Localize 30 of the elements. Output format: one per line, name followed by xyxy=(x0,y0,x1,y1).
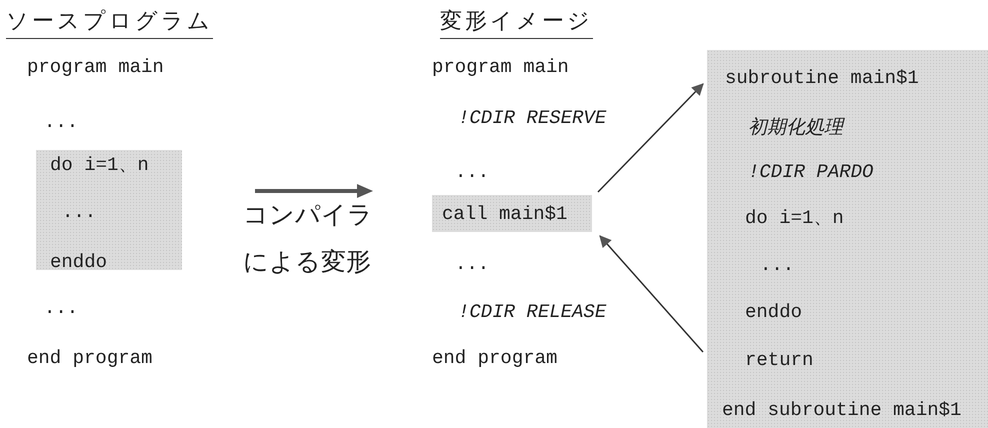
code-line: call main$1 xyxy=(442,203,568,225)
code-line: enddo xyxy=(745,301,802,323)
code-line: ... xyxy=(62,201,96,223)
column-heading: 変形イメージ xyxy=(440,8,593,39)
column-heading: ソースプログラム xyxy=(6,8,213,39)
code-block xyxy=(36,150,182,270)
code-line: !CDIR PARDO xyxy=(748,161,874,183)
code-line: !CDIR RELEASE xyxy=(458,301,606,323)
arrow xyxy=(597,83,704,193)
code-line: end subroutine main$1 xyxy=(722,399,962,421)
arrow-caption: コンパイラによる変形 xyxy=(243,201,373,278)
code-line: ... xyxy=(44,297,78,319)
code-line: program main xyxy=(432,56,569,78)
code-line: ... xyxy=(44,111,78,133)
code-line: 初期化処理 xyxy=(748,117,843,139)
code-line: end program xyxy=(432,347,558,369)
code-line: program main xyxy=(27,56,164,78)
code-line: subroutine main$1 xyxy=(725,67,919,89)
code-line: end program xyxy=(27,347,152,369)
code-line: !CDIR RESERVE xyxy=(458,107,606,129)
code-line: do i=1、n xyxy=(745,207,844,229)
code-line: enddo xyxy=(50,251,108,273)
code-line: return xyxy=(745,349,814,371)
arrow xyxy=(599,235,704,352)
code-line: ... xyxy=(455,161,490,183)
code-line: ... xyxy=(455,253,490,275)
code-block xyxy=(707,50,988,428)
code-line: do i=1、n xyxy=(50,154,149,176)
code-block xyxy=(432,195,592,232)
code-line: ... xyxy=(760,254,794,276)
